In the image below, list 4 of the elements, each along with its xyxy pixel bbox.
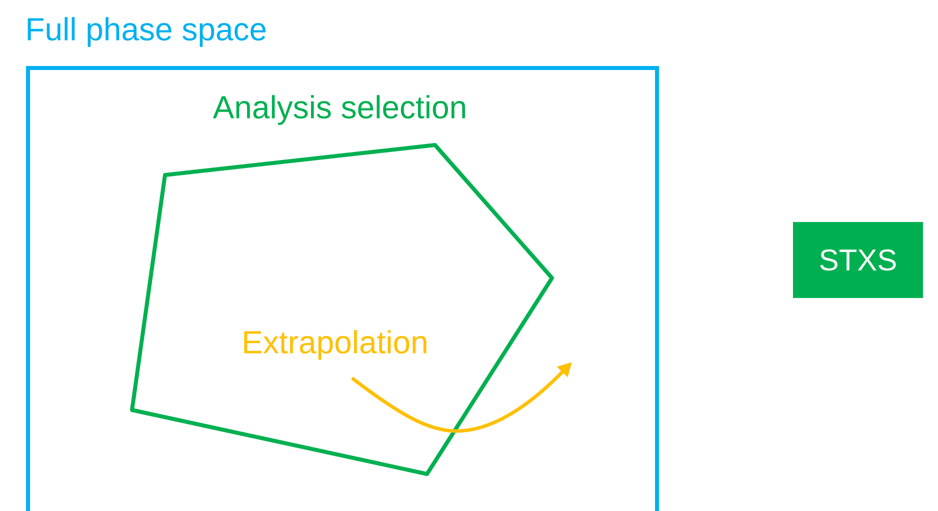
label-box: STXS (793, 222, 923, 298)
node-label: Full phase space (28, 17, 266, 47)
annotation-text: Extrapolation (244, 330, 426, 360)
node-label: Analysis selection (212, 95, 466, 125)
